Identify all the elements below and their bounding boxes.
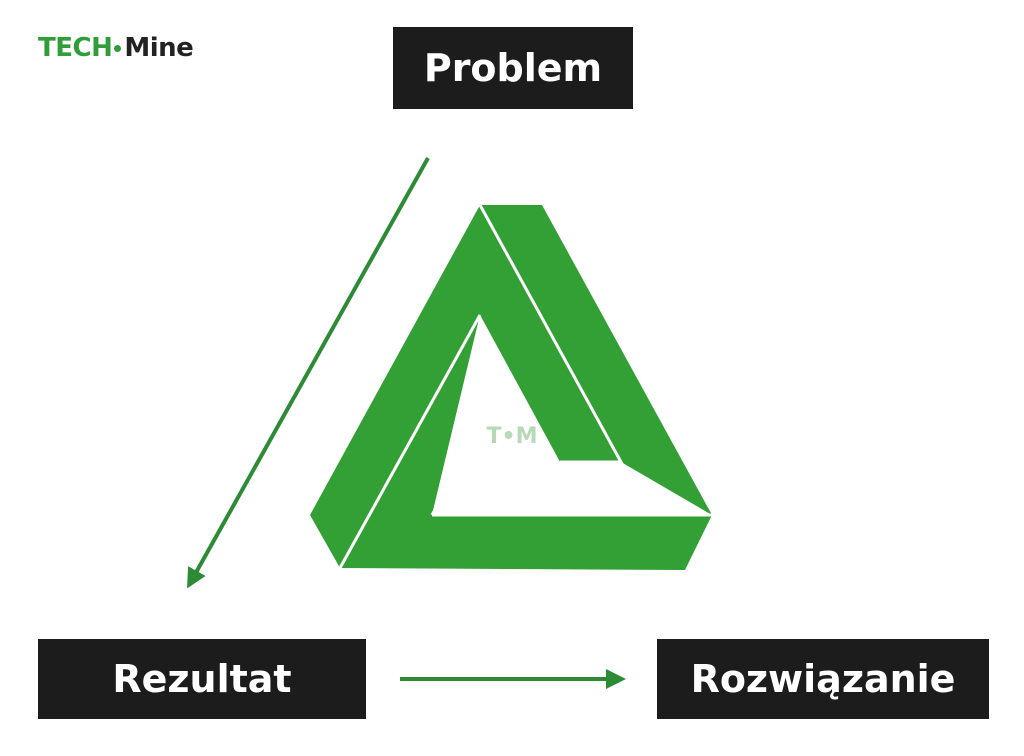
triangle-bottom-face	[340, 315, 712, 570]
triangle-edge-line	[338, 314, 482, 569]
logo-mine-text: Mine	[124, 33, 194, 63]
problem-box: Problem	[393, 27, 633, 109]
techmine-logo: TECH Mine	[38, 28, 194, 68]
triangle-left-face	[310, 205, 621, 568]
watermark-text: T•M	[487, 424, 538, 449]
rezultat-box: Rezultat	[38, 639, 366, 719]
triangle-hole	[432, 315, 560, 515]
triangle-edge-line	[478, 204, 624, 464]
triangle-right-face	[480, 205, 712, 515]
logo-dot-icon	[114, 44, 122, 52]
penrose-triangle-icon: T•M	[310, 204, 712, 570]
rozwiazanie-box: Rozwiązanie	[657, 639, 989, 719]
logo-tech-text: TECH	[38, 33, 113, 63]
arrow-problem-to-rezultat	[187, 157, 430, 589]
